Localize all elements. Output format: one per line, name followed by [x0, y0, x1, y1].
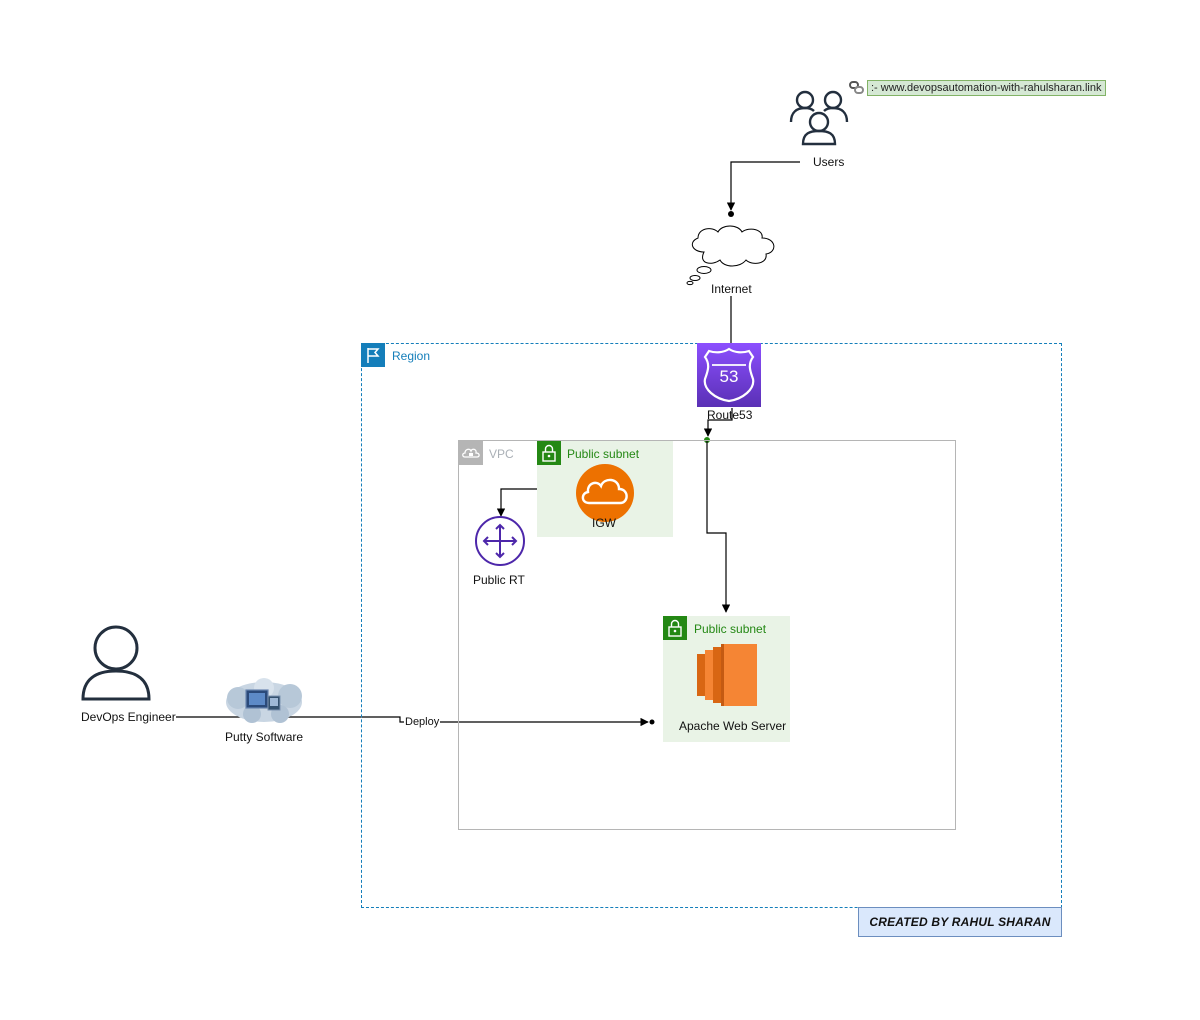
putty-label: Putty Software [225, 730, 304, 744]
route53-badge: 53 [719, 367, 739, 386]
public-subnet-apache-label: Public subnet [694, 622, 767, 636]
public-subnet-igw-label: Public subnet [567, 447, 640, 461]
internet-label: Internet [711, 282, 752, 296]
vpc-cloud-icon [459, 441, 483, 465]
user-icon [81, 625, 151, 701]
ec2-instance-icon [697, 644, 757, 706]
internet-cloud-icon [686, 225, 775, 286]
internet-gateway-icon [576, 464, 634, 522]
route53-label: Route53 [707, 408, 753, 422]
edge-route53-vpc [703, 408, 733, 437]
lock-icon [663, 616, 687, 640]
vpc-container [458, 440, 956, 830]
website-link[interactable]: :- www.devopsautomation-with-rahulsharan… [867, 80, 1106, 96]
credit-box: CREATED BY RAHUL SHARAN [858, 907, 1062, 937]
region-flag-icon [361, 343, 385, 367]
edge-users-internet [726, 161, 800, 211]
putty-icon [226, 678, 302, 723]
users-icon [789, 90, 849, 146]
deploy-edge-label: Deploy [404, 716, 441, 728]
vpc-label: VPC [489, 447, 514, 461]
link-icon [849, 81, 864, 94]
route53-icon: 53 [697, 343, 761, 407]
igw-label: IGW [592, 516, 616, 530]
devops-label: DevOps Engineer [81, 710, 176, 724]
router-icon [475, 516, 525, 566]
edge-route53-apache [706, 440, 731, 613]
region-label: Region [392, 349, 431, 363]
users-label: Users [813, 155, 845, 169]
public-rt-label: Public RT [473, 573, 525, 587]
apache-label: Apache Web Server [679, 719, 787, 733]
lock-icon [537, 441, 561, 465]
